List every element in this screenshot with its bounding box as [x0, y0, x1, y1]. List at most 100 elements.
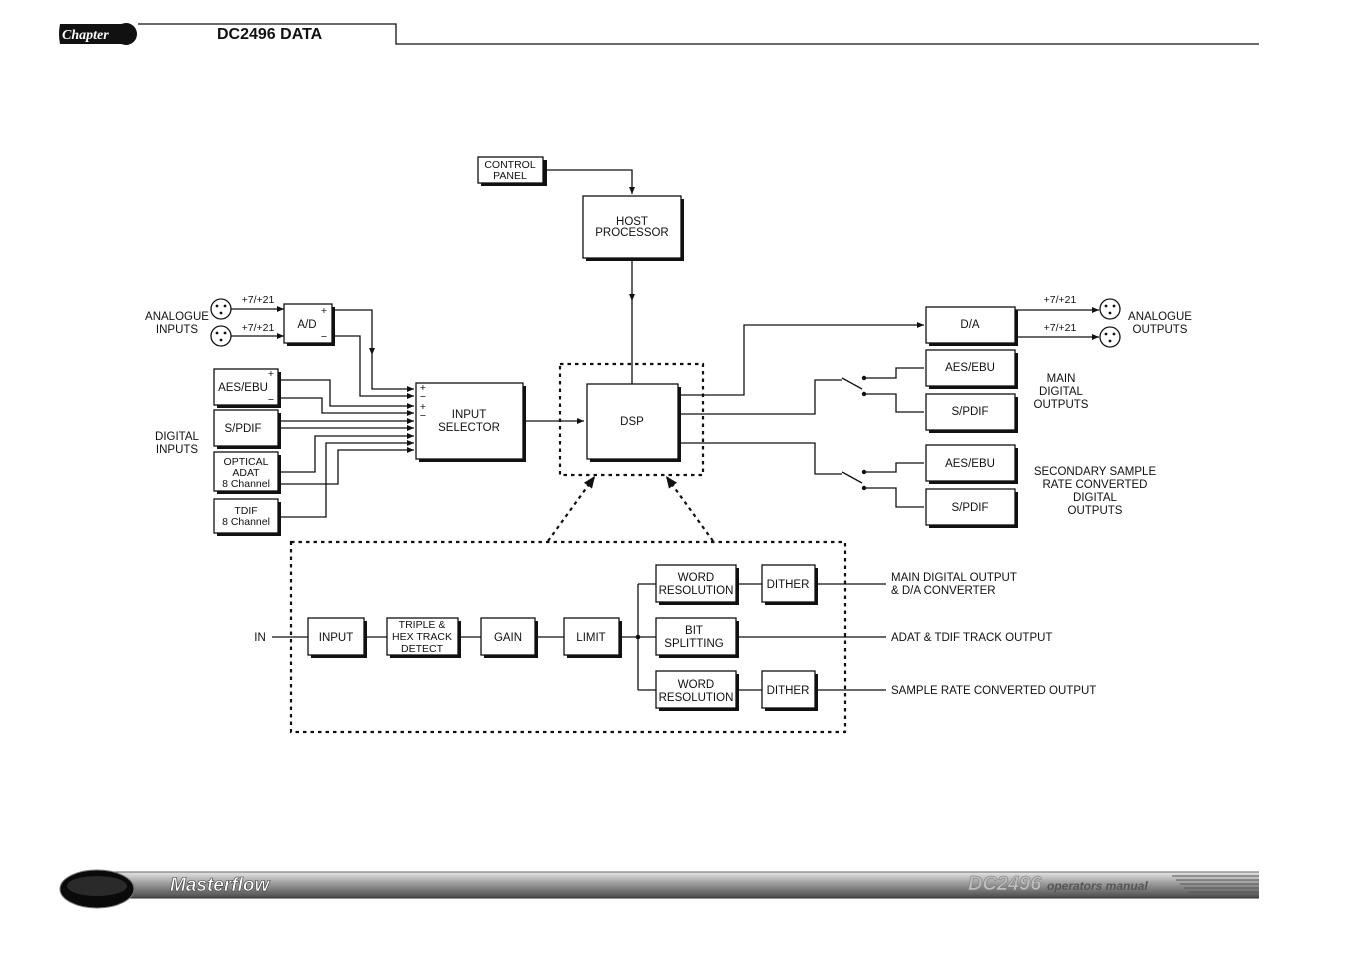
- zoom-arrow-right: [665, 475, 714, 542]
- input-wiring: [278, 309, 414, 518]
- dsp-dotted-frame: [558, 362, 705, 477]
- footer-brand: Masterflow: [170, 875, 270, 896]
- host-processor-label-line2: PROCESSOR: [595, 227, 669, 239]
- limit-label: LIMIT: [576, 632, 605, 644]
- main-digital-label-line1: MAIN: [1047, 373, 1076, 385]
- detail-out-main-line2: & D/A CONVERTER: [891, 585, 996, 597]
- aes-ebu-input-label: AES/EBU: [218, 382, 268, 394]
- zoom-arrow-left: [547, 475, 596, 542]
- chapter-tab: [59, 24, 122, 44]
- footer-model: DC2496: [968, 873, 1042, 895]
- secondary-label-line3: DIGITAL: [1073, 492, 1117, 504]
- control-panel-label-line1: CONTROL: [484, 159, 535, 171]
- control-panel-block: CONTROL PANEL: [477, 156, 547, 186]
- aes-ebu-secondary-label: AES/EBU: [945, 458, 995, 470]
- secondary-label-line1: SECONDARY SAMPLE: [1034, 466, 1157, 478]
- spdif-main-label: S/PDIF: [951, 406, 988, 418]
- digital-inputs-label-line1: DIGITAL: [155, 431, 199, 443]
- spdif-secondary-label: S/PDIF: [951, 502, 988, 514]
- xlr-output-connector-bottom: [1099, 326, 1121, 348]
- output-gain-label-bottom: +7/+21: [1044, 322, 1077, 334]
- bit-splitting-block: BIT SPLITTING: [655, 617, 739, 658]
- detail-out-src: SAMPLE RATE CONVERTED OUTPUT: [891, 685, 1096, 697]
- footer-stripes-icon: [1172, 875, 1259, 893]
- footer-bar: [95, 872, 1259, 898]
- triple-hex-detect-block: TRIPLE & HEX TRACK DETECT: [386, 617, 461, 658]
- selector-plus-1: +: [420, 382, 426, 394]
- analogue-inputs-label-line1: ANALOGUE: [145, 311, 209, 323]
- aes-ebu-input-plus: +: [268, 368, 274, 380]
- main-digital-label-line2: DIGITAL: [1039, 386, 1083, 398]
- aes-ebu-main-label: AES/EBU: [945, 362, 995, 374]
- input-selector-block: INPUT SELECTOR + − + −: [415, 382, 526, 462]
- aes-ebu-main-output-block: AES/EBU: [925, 349, 1018, 389]
- gain-label: GAIN: [494, 632, 522, 644]
- xlr-input-connector-bottom: [210, 325, 232, 347]
- host-processor-label-line1: HOST: [616, 216, 648, 228]
- output-wiring: [678, 322, 924, 508]
- analogue-inputs-label-line2: INPUTS: [156, 324, 199, 336]
- secondary-label-line4: OUTPUTS: [1068, 505, 1123, 517]
- word-resolution-block-1: WORD RESOLUTION: [655, 564, 739, 605]
- selector-minus-1: −: [420, 391, 426, 403]
- output-gain-label-top: +7/+21: [1044, 294, 1077, 306]
- spdif-main-output-block: S/PDIF: [925, 393, 1018, 433]
- xlr-input-connector-top: [210, 298, 232, 320]
- ad-plus: +: [321, 305, 327, 317]
- dsp-detail-dotted-frame: [289, 540, 847, 734]
- word-resolution-2-line2: RESOLUTION: [659, 692, 734, 704]
- dither-1-label: DITHER: [767, 579, 810, 591]
- ad-minus: −: [321, 331, 327, 343]
- digital-inputs-label-line2: INPUTS: [156, 444, 199, 456]
- tdif-label-line2: 8 Channel: [222, 516, 270, 528]
- triple-hex-line2: HEX TRACK: [392, 631, 452, 643]
- footer-manual: operators manual: [1047, 879, 1148, 893]
- word-resolution-1-line2: RESOLUTION: [659, 585, 734, 597]
- detail-in-label: IN: [254, 632, 266, 644]
- analogue-outputs-label-line2: OUTPUTS: [1133, 324, 1188, 336]
- optical-adat-input-block: OPTICAL ADAT 8 Channel: [213, 451, 281, 494]
- limit-block: LIMIT: [563, 617, 622, 658]
- spdif-input-block: S/PDIF: [213, 409, 281, 449]
- gain-block: GAIN: [480, 617, 538, 658]
- triple-hex-line1: TRIPLE &: [399, 619, 446, 631]
- word-resolution-block-2: WORD RESOLUTION: [655, 670, 739, 711]
- tdif-input-block: TDIF 8 Channel: [213, 498, 281, 536]
- xlr-output-connector-top: [1099, 298, 1121, 320]
- detail-input-label: INPUT: [319, 632, 354, 644]
- input-selector-label-line1: INPUT: [452, 409, 487, 421]
- spdif-input-label: S/PDIF: [224, 423, 261, 435]
- page-footer: Masterflow DC2496 operators manual: [59, 869, 1259, 909]
- dsp-label: DSP: [620, 416, 644, 428]
- detail-input-block: INPUT: [307, 617, 367, 658]
- detail-out-main-line1: MAIN DIGITAL OUTPUT: [891, 572, 1017, 584]
- input-gain-label-top: +7/+21: [242, 294, 275, 306]
- dither-block-2: DITHER: [761, 670, 818, 711]
- da-converter-block: D/A: [925, 306, 1018, 346]
- dsp-block: DSP: [586, 383, 681, 462]
- analogue-outputs-label-line1: ANALOGUE: [1128, 311, 1192, 323]
- secondary-label-line2: RATE CONVERTED: [1042, 479, 1147, 491]
- triple-hex-line3: DETECT: [401, 643, 444, 655]
- input-gain-label-bottom: +7/+21: [242, 322, 275, 334]
- page-title: DC2496 DATA: [217, 26, 323, 43]
- host-processor-block: HOST PROCESSOR: [582, 195, 684, 261]
- dither-2-label: DITHER: [767, 685, 810, 697]
- selector-minus-2: −: [420, 410, 426, 422]
- aes-ebu-input-minus: −: [268, 394, 274, 406]
- chapter-label: Chapter: [62, 28, 109, 43]
- page-header: Chapter DC2496 DATA: [59, 23, 1259, 45]
- da-label: D/A: [960, 319, 980, 331]
- control-to-host-line: [543, 169, 635, 194]
- aes-ebu-input-block: AES/EBU + −: [213, 368, 281, 408]
- optical-label-line1: OPTICAL: [224, 456, 269, 468]
- main-digital-label-line3: OUTPUTS: [1034, 399, 1089, 411]
- optical-label-line2: ADAT: [232, 467, 260, 479]
- detail-signal-path: [272, 583, 886, 691]
- tdif-label-line1: TDIF: [234, 505, 257, 517]
- selector-plus-2: +: [420, 401, 426, 413]
- aes-ebu-secondary-output-block: AES/EBU: [925, 444, 1018, 484]
- word-resolution-2-line1: WORD: [678, 679, 714, 691]
- control-panel-label-line2: PANEL: [493, 170, 527, 182]
- bit-splitting-line1: BIT: [685, 625, 703, 637]
